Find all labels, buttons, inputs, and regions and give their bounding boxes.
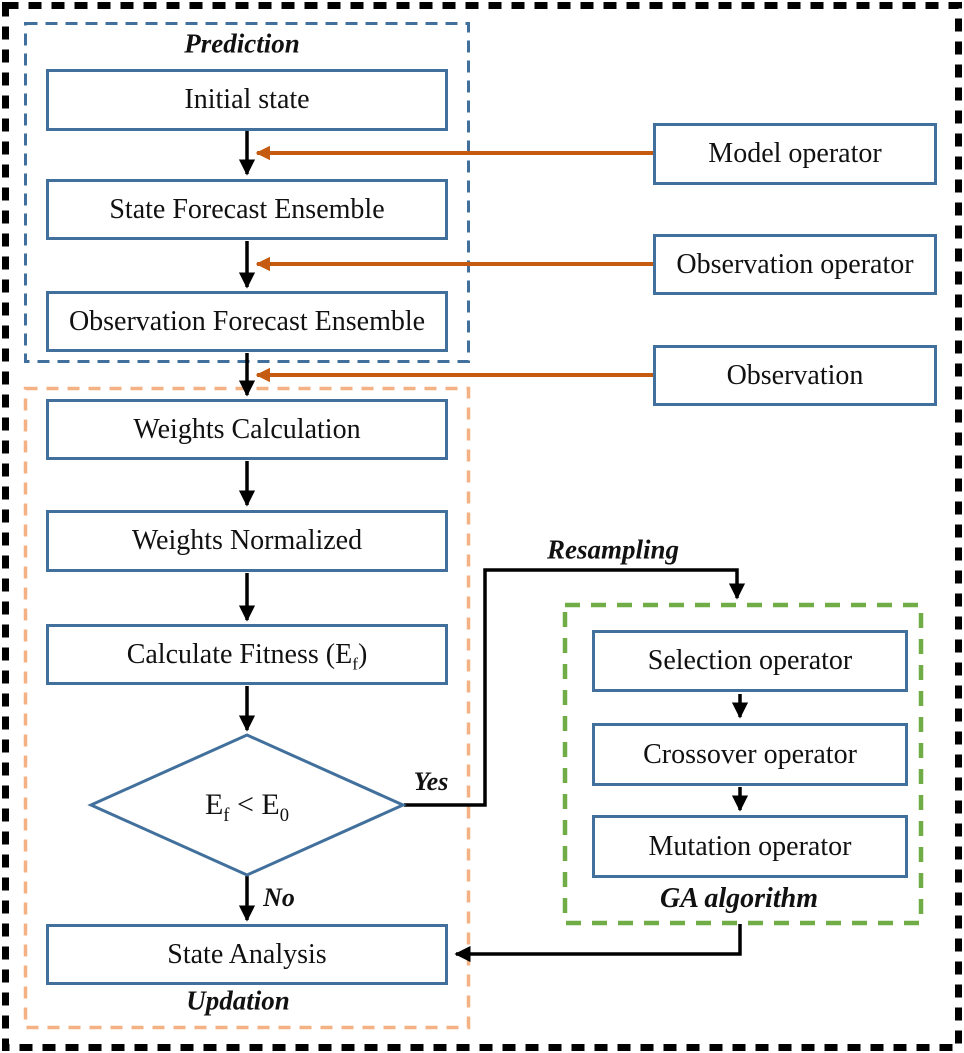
resampling-edge-label: Resampling	[546, 534, 680, 565]
node-weights-normalized: Weights Normalized	[46, 510, 448, 572]
node-weights-calculation-label: Weights Calculation	[133, 413, 361, 445]
node-state-analysis-label: State Analysis	[167, 938, 327, 970]
node-selection-operator-label: Selection operator	[647, 645, 853, 676]
node-calculate-fitness: Calculate Fitness (Ef)	[46, 624, 448, 685]
node-state-analysis: State Analysis	[46, 924, 448, 985]
node-observation-operator-label: Observation operator	[676, 248, 914, 280]
no-edge-label: No	[263, 883, 295, 912]
node-initial-state: Initial state	[46, 69, 448, 131]
node-weights-calculation: Weights Calculation	[46, 399, 448, 460]
node-crossover-operator: Crossover operator	[592, 723, 908, 786]
updation-group-label: Updation	[186, 985, 290, 1016]
node-mutation-operator-label: Mutation operator	[648, 830, 852, 862]
node-observation: Observation	[653, 345, 937, 406]
ga-group-label: GA algorithm	[660, 883, 818, 914]
node-observation-operator: Observation operator	[653, 234, 937, 295]
edge-ga-to-stateanalysis	[454, 924, 742, 963]
node-model-operator-label: Model operator	[708, 138, 882, 169]
node-crossover-operator-label: Crossover operator	[643, 738, 857, 770]
prediction-group-label: Prediction	[184, 28, 300, 59]
node-state-forecast-ensemble-label: State Forecast Ensemble	[109, 193, 385, 225]
node-observation-label: Observation	[726, 359, 864, 391]
node-selection-operator: Selection operator	[592, 630, 908, 692]
edge-decision-yes-resampling-to-ga	[404, 568, 746, 807]
node-observation-forecast-ensemble: Observation Forecast Ensemble	[46, 291, 448, 352]
node-observation-forecast-ensemble-label: Observation Forecast Ensemble	[68, 305, 426, 337]
decision-diamond-label: Ef < E0	[204, 788, 290, 826]
node-model-operator: Model operator	[653, 123, 937, 185]
node-calculate-fitness-label: Calculate Fitness (Ef)	[126, 638, 368, 674]
node-state-forecast-ensemble: State Forecast Ensemble	[46, 179, 448, 240]
node-weights-normalized-label: Weights Normalized	[131, 525, 363, 556]
node-initial-state-label: Initial state	[184, 84, 310, 115]
yes-edge-label: Yes	[413, 767, 449, 796]
decision-diamond-shape	[87, 733, 407, 877]
node-mutation-operator: Mutation operator	[592, 815, 908, 878]
